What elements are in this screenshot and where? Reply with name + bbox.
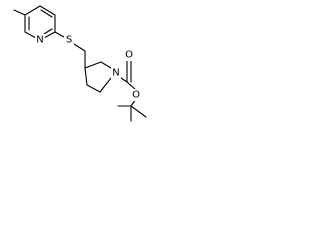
bond-pyr-3 bbox=[99, 77, 112, 93]
pyridine-nitrogen-label: N bbox=[36, 35, 43, 46]
bond-tbu-me-3 bbox=[130, 105, 147, 118]
bond-ring-2 bbox=[24, 5, 41, 16]
pyrrolidine-nitrogen-label: N bbox=[112, 68, 119, 79]
bond-ring-5 bbox=[43, 31, 56, 39]
atom-labels: N S N O O bbox=[35, 34, 141, 101]
bond-c-s bbox=[54, 31, 65, 38]
bond-ring-3 bbox=[39, 5, 56, 16]
bond-pyr-2 bbox=[100, 61, 112, 69]
bond-c-oester bbox=[126, 81, 137, 91]
thioether-sulfur-label: S bbox=[66, 35, 72, 46]
carbonyl-oxygen-label: O bbox=[125, 50, 133, 61]
bond-pyr-1 bbox=[84, 61, 102, 69]
bond-ring-6 bbox=[24, 31, 37, 39]
pyridine-ring bbox=[13, 5, 56, 39]
bond-pyr-4 bbox=[86, 84, 101, 93]
chemical-structure-diagram: N S N O O bbox=[13, 5, 147, 122]
ester-oxygen-label: O bbox=[132, 90, 140, 101]
pyrrolidine-ring bbox=[84, 61, 112, 93]
bond-pyr-5 bbox=[84, 67, 88, 86]
bond-s-ch2 bbox=[73, 43, 86, 52]
bond-ring-3-double bbox=[40, 9, 53, 18]
thioether-linker bbox=[54, 31, 86, 69]
bond-ring-5-double bbox=[43, 28, 53, 35]
boc-group bbox=[117, 59, 147, 122]
bond-methyl bbox=[13, 9, 26, 16]
